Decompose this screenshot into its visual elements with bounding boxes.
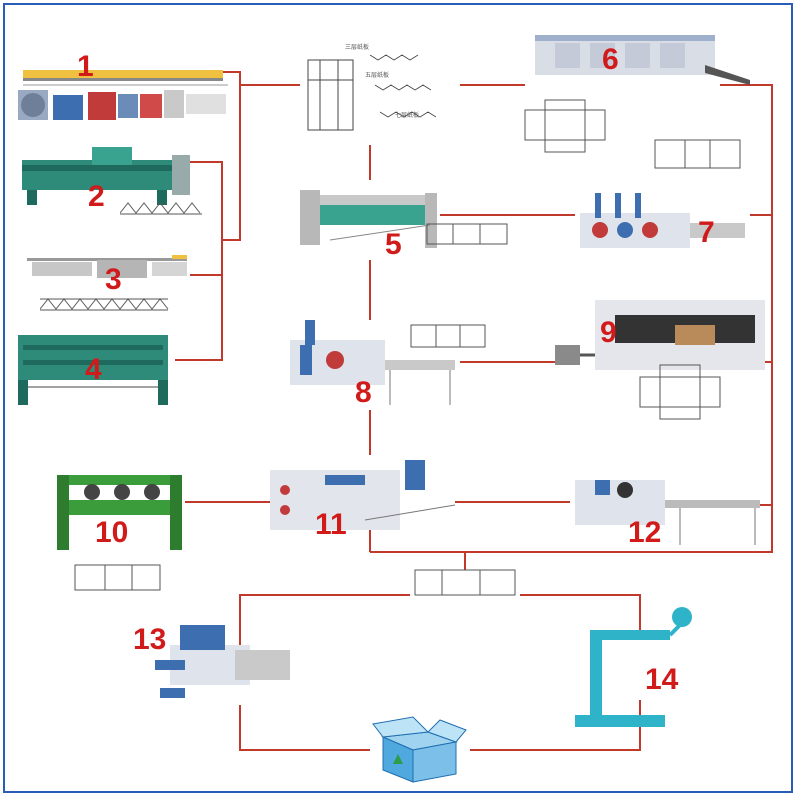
station-number-6: 6 <box>602 45 619 75</box>
station-number-2: 2 <box>88 182 105 212</box>
sheet-drawing-10 <box>70 560 165 605</box>
corrugated-production-line <box>18 50 238 130</box>
station-number-8: 8 <box>355 378 372 408</box>
board-layer-label-3: 三层纸板 <box>345 42 369 51</box>
station-number-14: 14 <box>645 665 678 695</box>
station-number-12: 12 <box>628 518 661 548</box>
board-layers-drawing <box>300 40 460 140</box>
flexo-printer-slotter-die-cutter <box>525 25 755 95</box>
station-number-3: 3 <box>105 265 122 295</box>
box-blank-drawing-9 <box>635 360 725 430</box>
rotary-slotter <box>570 470 765 550</box>
station-number-13: 13 <box>133 625 166 655</box>
board-layer-label-7: 七层纸板 <box>395 110 419 119</box>
corrugated-profile-drawing <box>120 198 205 218</box>
station-number-11: 11 <box>315 510 347 540</box>
station-number-5: 5 <box>385 230 402 260</box>
box-sheet-drawing-center <box>410 565 520 610</box>
folder-gluer <box>150 620 300 705</box>
sheet-drawing-5 <box>425 222 510 252</box>
printer-slotter <box>575 188 750 263</box>
finished-box-icon <box>368 712 468 784</box>
station-number-4: 4 <box>85 355 102 385</box>
station-number-9: 9 <box>600 318 617 348</box>
board-layer-label-5: 五层纸板 <box>365 70 389 79</box>
station-number-7: 7 <box>698 218 715 248</box>
printer-slotter-die-cutter <box>265 460 460 540</box>
box-blank-drawing-6 <box>515 95 620 165</box>
slitter-scorer <box>300 185 440 260</box>
box-sheet-drawing-6 <box>650 135 745 180</box>
corrugated-profile-drawing-2 <box>40 295 170 315</box>
station-number-1: 1 <box>77 52 94 82</box>
box-sheet-drawing-8 <box>408 322 488 362</box>
station-number-10: 10 <box>95 518 128 548</box>
